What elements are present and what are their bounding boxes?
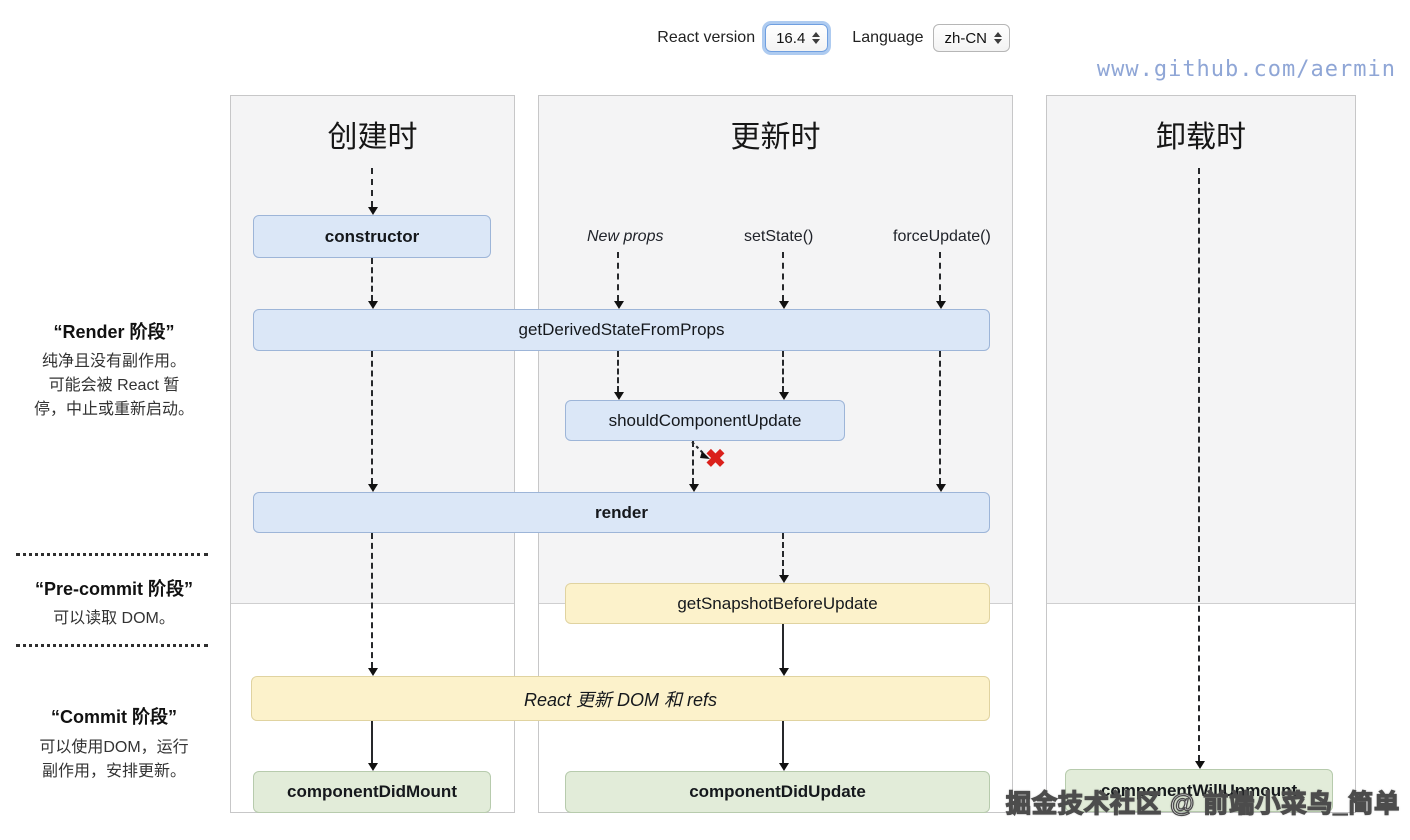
trigger-set-state: setState() (744, 228, 814, 245)
box-get-snapshot-before-update[interactable]: getSnapshotBeforeUpdate (565, 583, 990, 624)
box-should-component-update[interactable]: shouldComponentUpdate (565, 400, 845, 441)
arrow-header-to-constructor (368, 168, 378, 215)
arrow-scu-to-render (689, 441, 699, 492)
box-react-updates-dom: React 更新 DOM 和 refs (251, 676, 990, 721)
arrow-domupdate-to-didmount (368, 721, 378, 771)
arrow-scu-cancel (691, 441, 710, 459)
arrow-newprops-to-gdsfp (614, 252, 624, 309)
column-unmounting: 卸载时 (1046, 95, 1356, 813)
phase-precommit-desc: 可以读取 DOM。 (53, 610, 175, 627)
arrow-forceupdate-to-render (936, 351, 946, 492)
arrow-render-to-snapshot (779, 533, 789, 583)
arrow-gdsfp-to-scu-right (779, 351, 789, 400)
arrow-constructor-to-gdsfp (368, 258, 378, 309)
watermark-top-right: www.github.com/aermin (1096, 57, 1396, 82)
language-select[interactable]: zh-CN (933, 24, 1010, 52)
column-mounting-title: 创建时 (327, 121, 418, 154)
stepper-icon (812, 32, 821, 44)
box-constructor[interactable]: constructor (253, 215, 491, 258)
arrow-snapshot-to-domupdate (779, 624, 789, 676)
language-value: zh-CN (944, 29, 987, 47)
box-get-derived-state-from-props[interactable]: getDerivedStateFromProps (253, 309, 990, 351)
toolbar: React version 16.4 Language zh-CN (0, 24, 1010, 52)
phase-separator (16, 644, 208, 647)
arrow-header-to-willunmount (1195, 168, 1205, 769)
cancel-x-icon: ✖ (705, 445, 726, 473)
phase-render-desc: 纯净且没有副作用。 可能会被 React 暂 停，中止或重新启动。 (33, 353, 194, 418)
phase-render-title: “Render 阶段” (53, 322, 175, 342)
react-version-value: 16.4 (776, 29, 806, 47)
react-version-select[interactable]: 16.4 (765, 24, 829, 52)
render-phase-shade (1047, 96, 1355, 604)
phase-separator (16, 553, 208, 556)
language-label: Language (852, 29, 924, 46)
arrow-gdsfp-to-scu-left (614, 351, 624, 400)
column-unmounting-title: 卸载时 (1156, 121, 1246, 154)
stepper-icon (994, 32, 1002, 44)
box-component-will-unmount[interactable]: componentWillUnmount (1065, 769, 1333, 812)
react-version-label: React version (657, 29, 756, 46)
trigger-new-props: New props (587, 228, 664, 245)
arrow-forceupdate-to-gdsfp (936, 252, 946, 309)
arrow-gdsfp-to-render (368, 351, 378, 492)
trigger-force-update: forceUpdate() (893, 228, 991, 245)
box-render[interactable]: render (253, 492, 990, 533)
box-component-did-mount[interactable]: componentDidMount (253, 771, 491, 813)
arrow-setstate-to-gdsfp (779, 252, 789, 309)
column-updating-title: 更新时 (730, 121, 821, 154)
box-component-did-update[interactable]: componentDidUpdate (565, 771, 990, 813)
watermark-bottom: 掘金技术社区 @ 前端小菜鸟_简单 (1005, 789, 1401, 818)
arrow-render-to-domupdate (368, 533, 378, 676)
phase-precommit-title: “Pre-commit 阶段” (34, 579, 194, 599)
phase-commit-title: “Commit 阶段” (51, 707, 177, 727)
arrow-domupdate-to-didupdate (779, 721, 789, 771)
phase-commit-desc: 可以使用DOM，运行 副作用，安排更新。 (39, 739, 189, 780)
